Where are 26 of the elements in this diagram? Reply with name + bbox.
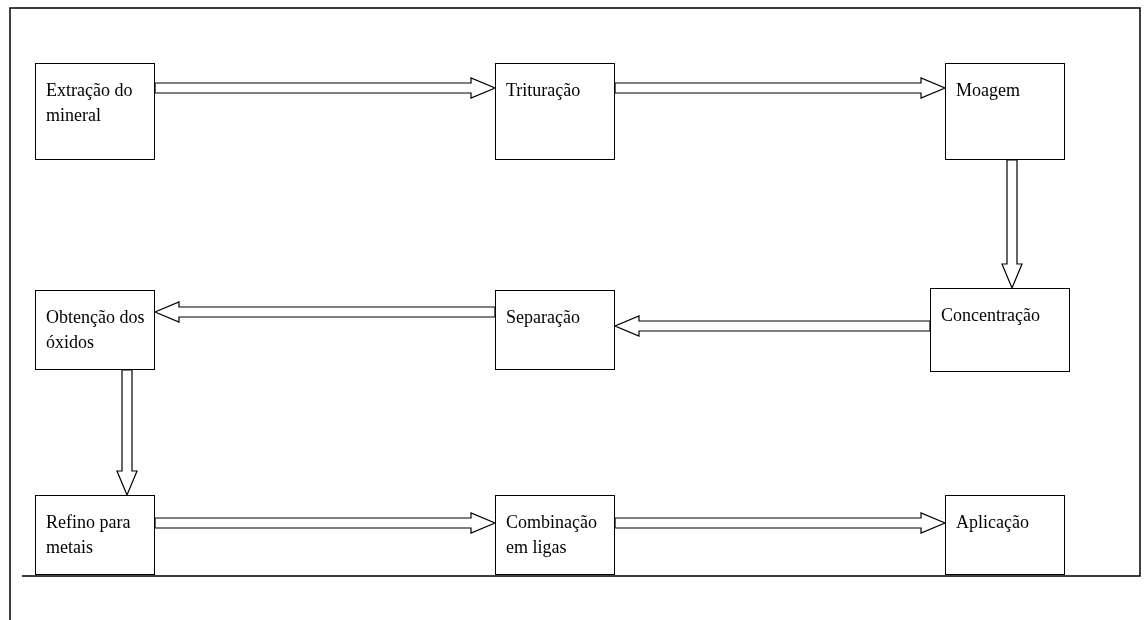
block-arrow: [614, 512, 947, 534]
process-box: [495, 63, 615, 160]
step-label: Trituração: [506, 79, 582, 102]
step-label: Combinação em ligas: [506, 511, 598, 559]
process-box: [35, 495, 155, 575]
block-arrow: [613, 315, 931, 337]
block-arrow: [1001, 159, 1023, 290]
step-label: Aplicação: [956, 511, 1030, 534]
step-label: Extração do mineral: [46, 79, 134, 127]
block-arrow: [614, 77, 947, 99]
process-box: [35, 63, 155, 160]
process-box: [930, 288, 1070, 372]
process-box: [945, 63, 1065, 160]
step-label: Separação: [506, 306, 581, 329]
block-arrow: [154, 77, 497, 99]
process-box: [945, 495, 1065, 575]
process-box: [495, 290, 615, 370]
block-arrow: [153, 301, 496, 323]
step-label: Moagem: [956, 79, 1021, 102]
block-arrow: [154, 512, 497, 534]
process-box: [495, 495, 615, 575]
step-label: Obtenção dos óxidos: [46, 306, 146, 354]
step-label: Refino para metais: [46, 511, 132, 559]
block-arrow: [116, 369, 138, 497]
process-box: [35, 290, 155, 370]
step-label: Concentração: [941, 304, 1041, 327]
